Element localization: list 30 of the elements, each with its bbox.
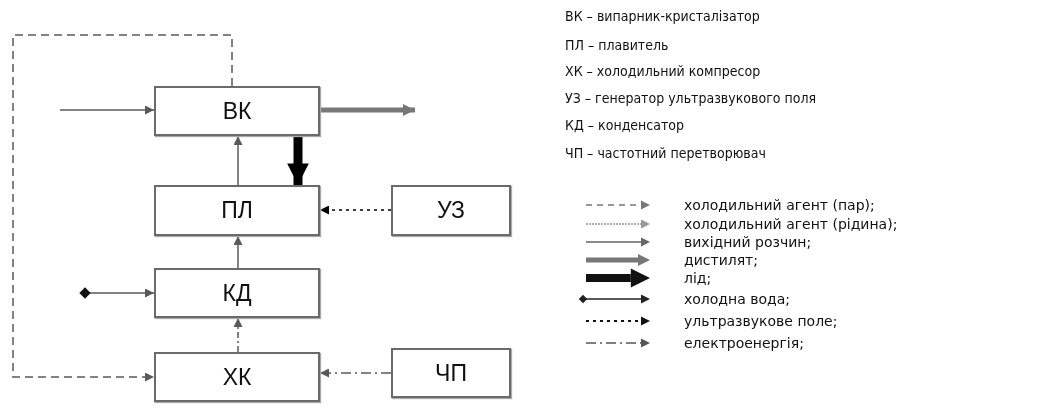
abbreviation-note: ВК – випарник-кристалізатор [565,8,760,24]
legend-text: дистилят; [684,252,758,268]
abbreviation-note: ПЛ – плавитель [565,37,669,53]
abbreviation-note: ЧП – частотний перетворювач [565,145,766,161]
legend-text: електроенергія; [684,335,804,351]
process-box: ПЛ [154,185,320,236]
arrow [233,135,243,186]
abbreviation-note: КД – конденсатор [565,117,684,133]
legend-text: вихідний розчин; [684,234,812,250]
arrow [319,205,392,215]
arrow [287,136,309,185]
process-box: ВК [154,86,320,136]
process-box: ЧП [391,348,511,398]
process-box: КД [154,268,320,318]
arrow [233,317,243,353]
legend-text: холодильний агент (пар); [684,197,875,213]
arrow [12,34,233,382]
process-box: УЗ [391,185,511,236]
legend-text: холодильний агент (рідина); [684,216,898,232]
abbreviation-note: ХК – холодильний компресор [565,63,761,79]
arrow [320,104,415,116]
legend-text: ультразвукове поле; [684,313,838,329]
legend-text: холодна вода; [684,291,791,307]
arrow [88,288,155,298]
process-box: ХК [154,352,320,402]
arrow [319,368,392,378]
arrow [59,105,155,115]
abbreviation-note: УЗ – генератор ультразвукового поля [565,90,817,106]
arrow [233,235,243,269]
legend-text: лід; [684,270,712,286]
